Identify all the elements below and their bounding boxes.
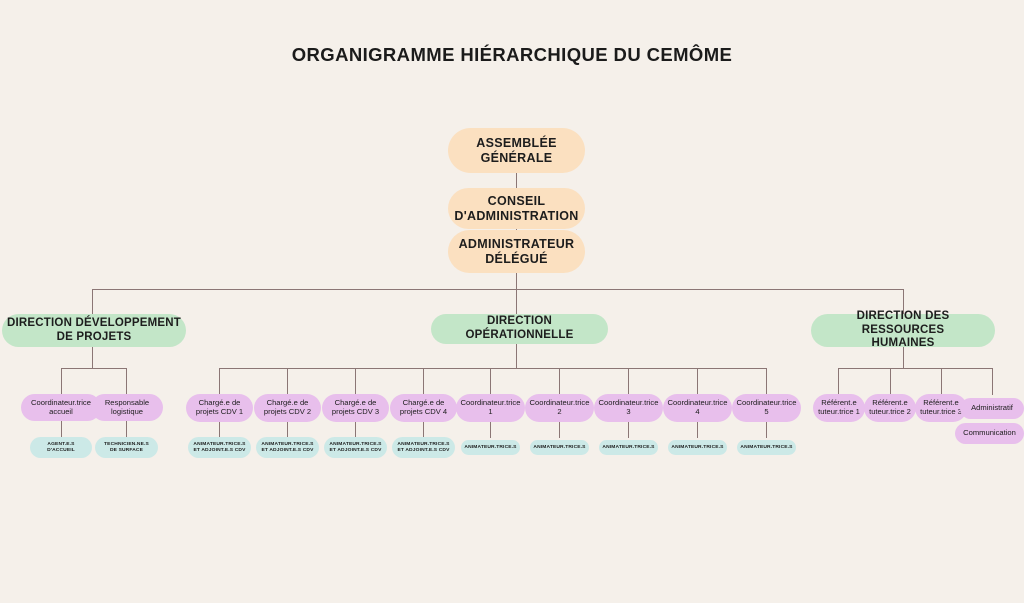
connector-responsable-logistique-to-techniciens [126, 421, 128, 438]
node-animateurs-adjoints-cdv-3[interactable]: ANIMATEUR.TRICE.S ET ADJOINT.E.S CDV [324, 437, 387, 458]
connector-bus-dir2 [219, 367, 767, 369]
node-direction-operationnelle[interactable]: DIRECTION OPÉRATIONNELLE [431, 314, 608, 344]
node-charge-projets-cdv-1[interactable]: Chargé.e de projets CDV 1 [186, 394, 253, 422]
connector-coordinateur-1-to-animateurs [490, 422, 492, 438]
node-agents-accueil[interactable]: AGENT.E.S D'ACCUEIL [30, 437, 92, 458]
node-coordinateur-trice-accueil[interactable]: Coordinateur.trice accueil [21, 394, 101, 421]
connector-charge-4-to-animateurs [423, 422, 425, 438]
connector-drop-coordinateur-2 [559, 367, 561, 395]
connector-coordinateur-3-to-animateurs [628, 422, 630, 438]
node-administrateur-delegue[interactable]: ADMINISTRATEUR DÉLÉGUÉ [448, 230, 585, 273]
connector-dir2-stem [516, 344, 518, 368]
connector-bus-dir3 [838, 367, 993, 369]
node-referent-tuteur-2[interactable]: Référent.e tuteur.trice 2 [864, 394, 916, 422]
connector-bus-dir1 [61, 367, 126, 369]
connector-drop-referent-3 [941, 367, 943, 395]
node-animateurs-3[interactable]: ANIMATEUR.TRICE.S [599, 440, 658, 455]
node-animateurs-2[interactable]: ANIMATEUR.TRICE.S [530, 440, 589, 455]
connector-charge-2-to-animateurs [287, 422, 289, 438]
connector-drop-direction-2 [516, 288, 518, 315]
node-coordinateur-trice-3[interactable]: Coordinateur.trice 3 [594, 394, 663, 422]
connector-drop-charge-projets-4 [423, 367, 425, 395]
node-animateurs-1[interactable]: ANIMATEUR.TRICE.S [461, 440, 520, 455]
connector-dir3-stem [903, 347, 905, 368]
connector-charge-3-to-animateurs [355, 422, 357, 438]
connector-coordinateur-accueil-to-agents [61, 421, 63, 438]
page-title: ORGANIGRAMME HIÉRARCHIQUE DU CEMÔME [291, 44, 733, 65]
node-assemblee-generale[interactable]: ASSEMBLÉE GÉNÉRALE [448, 128, 585, 173]
node-responsable-logistique[interactable]: Responsable logistique [91, 394, 163, 421]
node-administratif[interactable]: Administratif [960, 398, 1024, 419]
node-charge-projets-cdv-2[interactable]: Chargé.e de projets CDV 2 [254, 394, 321, 422]
node-referent-tuteur-3[interactable]: Référent.e tuteur.trice 3 [915, 394, 967, 422]
node-animateurs-5[interactable]: ANIMATEUR.TRICE.S [737, 440, 796, 455]
node-conseil-administration[interactable]: CONSEIL D'ADMINISTRATION [448, 188, 585, 229]
node-coordinateur-trice-2[interactable]: Coordinateur.trice 2 [525, 394, 594, 422]
node-communication[interactable]: Communication [955, 423, 1024, 444]
node-coordinateur-trice-5[interactable]: Coordinateur.trice 5 [732, 394, 801, 422]
node-direction-developpement-projets[interactable]: DIRECTION DÉVELOPPEMENT DE PROJETS [2, 314, 186, 347]
connector-drop-charge-projets-2 [287, 367, 289, 395]
connector-bus-directions [92, 288, 904, 290]
node-animateurs-4[interactable]: ANIMATEUR.TRICE.S [668, 440, 727, 455]
connector-drop-direction-1 [92, 288, 94, 315]
node-coordinateur-trice-1[interactable]: Coordinateur.trice 1 [456, 394, 525, 422]
node-direction-ressources-humaines[interactable]: DIRECTION DES RESSOURCES HUMAINES [811, 310, 995, 349]
connector-coordinateur-2-to-animateurs [559, 422, 561, 438]
connector-drop-charge-projets-3 [355, 367, 357, 395]
connector-charge-1-to-animateurs [219, 422, 221, 438]
connector-drop-referent-1 [838, 367, 840, 395]
connector-drop-referent-2 [890, 367, 892, 395]
connector-coordinateur-4-to-animateurs [697, 422, 699, 438]
connector-drop-coordinateur-1 [490, 367, 492, 395]
node-charge-projets-cdv-4[interactable]: Chargé.e de projets CDV 4 [390, 394, 457, 422]
node-techniciens-surface[interactable]: TECHNICIEN.NE.S DE SURFACE [95, 437, 158, 458]
node-animateurs-adjoints-cdv-1[interactable]: ANIMATEUR.TRICE.S ET ADJOINT.E.S CDV [188, 437, 251, 458]
connector-drop-direction-3 [903, 288, 905, 315]
connector-ag-to-ca [516, 172, 518, 189]
node-animateurs-adjoints-cdv-2[interactable]: ANIMATEUR.TRICE.S ET ADJOINT.E.S CDV [256, 437, 319, 458]
connector-drop-coordinateur-accueil [61, 367, 63, 395]
node-charge-projets-cdv-3[interactable]: Chargé.e de projets CDV 3 [322, 394, 389, 422]
node-referent-tuteur-1[interactable]: Référent.e tuteur.trice 1 [813, 394, 865, 422]
connector-dir1-stem [92, 347, 94, 368]
connector-drop-coordinateur-5 [766, 367, 768, 395]
connector-drop-administratif [992, 367, 994, 395]
node-animateurs-adjoints-cdv-4[interactable]: ANIMATEUR.TRICE.S ET ADJOINT.E.S CDV [392, 437, 455, 458]
connector-drop-coordinateur-4 [697, 367, 699, 395]
connector-coordinateur-5-to-animateurs [766, 422, 768, 438]
connector-drop-charge-projets-1 [219, 367, 221, 395]
connector-ad-down [516, 272, 518, 289]
node-coordinateur-trice-4[interactable]: Coordinateur.trice 4 [663, 394, 732, 422]
connector-drop-coordinateur-3 [628, 367, 630, 395]
connector-drop-responsable-logistique [126, 367, 128, 395]
